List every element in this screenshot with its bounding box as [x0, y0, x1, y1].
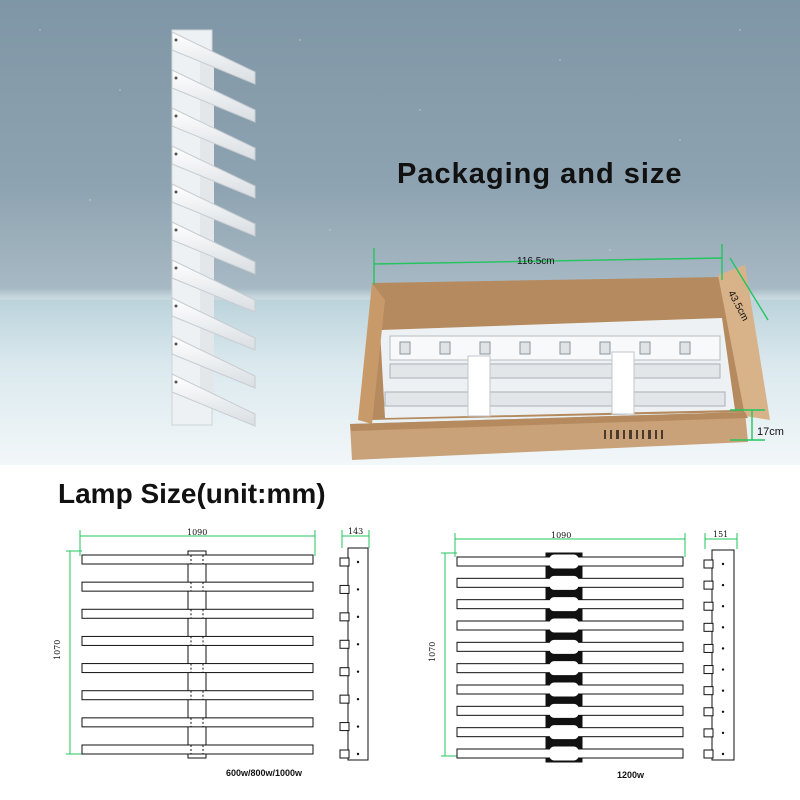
lamp-bar	[81, 581, 314, 592]
drawing1-model-label: 600w/800w/1000w	[226, 768, 303, 778]
carton-box-image	[350, 244, 770, 460]
drawing1-height-label: 1070	[53, 639, 62, 660]
tray-clip	[519, 341, 531, 355]
mount-bracket	[703, 749, 714, 759]
box-height-label: 17cm	[757, 426, 784, 438]
tray-clip	[599, 341, 611, 355]
mount-bracket	[703, 728, 714, 738]
drawing2-depth-label: 151	[713, 530, 729, 539]
mount-bracket	[703, 707, 714, 717]
mount-bracket	[339, 667, 350, 677]
product-photo-panel: Packaging and size 116.5cm 43.5cm 17cm	[0, 0, 800, 465]
lamp-bar	[81, 608, 314, 619]
lamp-bar	[81, 744, 314, 755]
lamp-size-heading: Lamp Size(unit:mm)	[58, 478, 326, 509]
mount-bracket	[339, 557, 350, 567]
lamp-bar	[171, 145, 256, 199]
standing-lamp-image	[171, 29, 256, 427]
lamp-bar	[81, 554, 314, 565]
mount-bracket	[339, 722, 350, 732]
lamp-bar	[171, 31, 256, 85]
mount-bracket	[339, 584, 350, 594]
lamp-bar	[171, 373, 256, 427]
lamp-bar	[81, 690, 314, 701]
tray-clip	[679, 341, 691, 355]
tray-clip	[439, 341, 451, 355]
mount-bracket	[339, 639, 350, 649]
tray-clip	[639, 341, 651, 355]
drawing2-dimension-lines	[441, 533, 738, 757]
drawing1-width-label: 1090	[187, 528, 208, 537]
drawing2-width-label: 1090	[551, 531, 572, 540]
lamp-bar	[171, 335, 256, 389]
mount-bracket	[339, 749, 350, 759]
drawing1-dimension-lines	[66, 530, 370, 755]
lamp-bar	[81, 717, 314, 728]
drawing2-lamp-bars	[456, 552, 684, 763]
drawing2-height-label: 1070	[428, 641, 437, 662]
lamp-bar	[81, 663, 314, 674]
drawing1-side-view	[339, 547, 369, 761]
tray-clip	[399, 341, 411, 355]
tray-clip	[479, 341, 491, 355]
lamp-bar	[171, 69, 256, 123]
lamp-bar	[171, 107, 256, 161]
lamp-bar	[171, 183, 256, 237]
drawing2-side-view	[703, 549, 735, 761]
tray-clip	[559, 341, 571, 355]
box-length-label: 116.5cm	[517, 256, 555, 267]
mount-bracket	[339, 612, 350, 622]
mount-bracket	[339, 694, 350, 704]
mount-bracket	[703, 686, 714, 696]
lamp-bar	[171, 297, 256, 351]
drawing1-lamp-bars	[81, 550, 314, 759]
lamp-bar	[171, 259, 256, 313]
mount-bracket	[703, 622, 714, 632]
drawing2-model-label: 1200w	[617, 770, 645, 780]
mount-bracket	[703, 559, 714, 569]
mount-bracket	[703, 665, 714, 675]
starry-background	[0, 0, 800, 300]
drawing1-depth-label: 143	[348, 527, 364, 536]
lamp-bar	[171, 221, 256, 275]
mount-bracket	[703, 643, 714, 653]
mount-bracket	[703, 580, 714, 590]
mount-bracket	[703, 601, 714, 611]
lamp-bar	[81, 635, 314, 646]
packaging-heading: Packaging and size	[397, 158, 683, 190]
